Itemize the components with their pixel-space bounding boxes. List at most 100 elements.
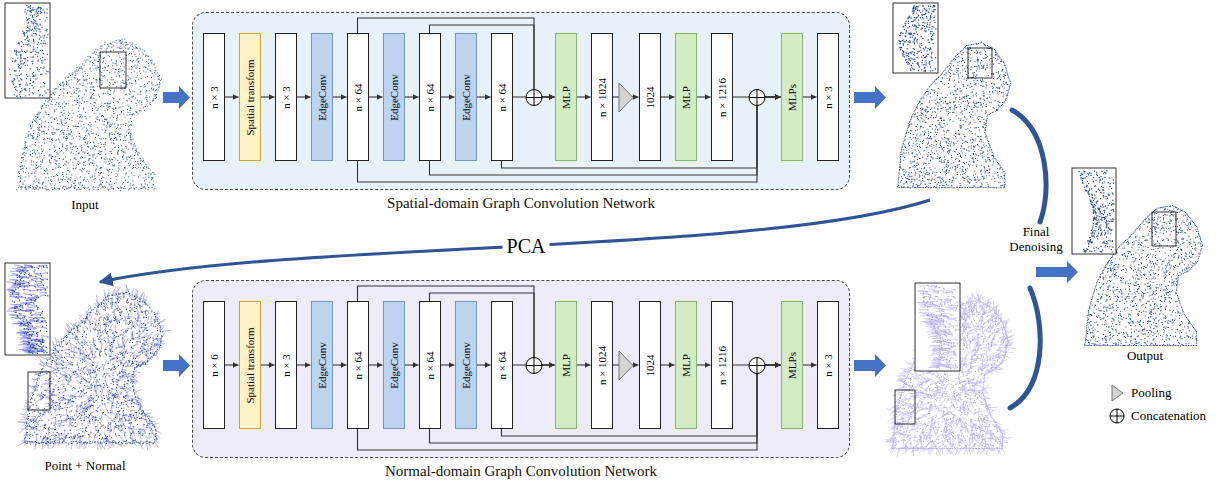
cloud-points bbox=[898, 5, 936, 72]
zoom-frame bbox=[1072, 168, 1116, 254]
connector-arrow bbox=[369, 96, 383, 97]
flow-arrow bbox=[854, 354, 886, 377]
box-label: n × 64 bbox=[351, 34, 364, 160]
concat-circle bbox=[526, 90, 542, 106]
tensor-box: n × 1216 bbox=[711, 301, 733, 429]
connector-arrow bbox=[661, 364, 675, 365]
connector-arrow bbox=[661, 96, 675, 97]
legend-sample bbox=[1108, 406, 1126, 426]
tensor-box: n × 3 bbox=[275, 33, 297, 161]
box-label: Spatial transform bbox=[243, 302, 256, 428]
edgeconv-box: EdgeConv bbox=[383, 301, 405, 429]
zoom-inset bbox=[5, 263, 50, 355]
cloud-points bbox=[12, 265, 49, 354]
zoom-marker bbox=[100, 52, 126, 88]
box-label: 1024 bbox=[643, 34, 656, 160]
tensor-box: n × 64 bbox=[347, 33, 369, 161]
concat-symbol bbox=[526, 358, 542, 374]
box-label: EdgeConv bbox=[387, 34, 400, 160]
box-label: EdgeConv bbox=[459, 34, 472, 160]
connector-arrow bbox=[803, 364, 817, 365]
cloud-points bbox=[9, 5, 49, 97]
box-label: MLPs bbox=[785, 34, 798, 160]
box-label: MLP bbox=[559, 302, 572, 428]
mlp-box: MLP bbox=[555, 33, 577, 161]
figure-label: Point + Normal bbox=[45, 459, 126, 474]
zoom-inset bbox=[5, 3, 50, 98]
legend-text: Pooling bbox=[1131, 385, 1171, 401]
pooling-symbol bbox=[1112, 385, 1123, 401]
panel-title: Normal-domain Graph Convolution Network bbox=[193, 462, 849, 480]
box-label: n × 6 bbox=[207, 302, 220, 428]
connector-arrow bbox=[225, 96, 239, 97]
mlp-box: MLP bbox=[675, 301, 697, 429]
zoom-frame bbox=[5, 3, 50, 98]
tensor-box: n × 64 bbox=[491, 33, 513, 161]
connector-arrow bbox=[225, 364, 239, 365]
connector-arrow bbox=[261, 96, 275, 97]
box-label: n × 64 bbox=[423, 34, 436, 160]
tensor-box: 1024 bbox=[639, 301, 661, 429]
concat-symbol bbox=[526, 90, 542, 106]
cloud-points bbox=[1078, 170, 1114, 252]
box-label: n × 3 bbox=[279, 34, 292, 160]
flow-arrow bbox=[1036, 261, 1078, 283]
flow-arrow bbox=[854, 86, 886, 109]
box-label: n × 3 bbox=[207, 34, 220, 160]
connector-arrow bbox=[803, 96, 817, 97]
connector-arrow bbox=[441, 364, 455, 365]
concat-circle bbox=[749, 90, 765, 106]
box-label: n × 64 bbox=[495, 34, 508, 160]
zoom-frame bbox=[893, 3, 938, 73]
zoom-marker bbox=[1152, 212, 1176, 246]
tensor-box: n × 3 bbox=[275, 301, 297, 429]
box-label: n × 1216 bbox=[715, 302, 728, 428]
normal-whiskers bbox=[7, 265, 48, 354]
edgeconv-box: EdgeConv bbox=[455, 33, 477, 161]
concat-cross bbox=[749, 358, 765, 374]
mlp-box: MLPs bbox=[781, 301, 803, 429]
tensor-box: n × 3 bbox=[203, 33, 225, 161]
pooling-symbol bbox=[619, 351, 633, 380]
connector-arrow bbox=[297, 364, 311, 365]
zoom-marker bbox=[968, 48, 992, 78]
zoom-frame bbox=[915, 283, 960, 371]
step-label: PCA bbox=[503, 235, 550, 258]
concat-cross bbox=[526, 90, 542, 106]
box-label: n × 3 bbox=[821, 302, 834, 428]
zoom-inset bbox=[1072, 168, 1116, 254]
panel-title: Spatial-domain Graph Convolution Network bbox=[193, 194, 849, 212]
concat-cross bbox=[526, 358, 542, 374]
box-label: n × 3 bbox=[279, 302, 292, 428]
connector-arrow bbox=[697, 364, 711, 365]
zoom-marker bbox=[895, 390, 915, 424]
tensor-box: n × 1216 bbox=[711, 33, 733, 161]
edgeconv-box: EdgeConv bbox=[311, 301, 333, 429]
edgeconv-box: EdgeConv bbox=[311, 33, 333, 161]
tensor-box: n × 1024 bbox=[591, 301, 613, 429]
concat-symbol bbox=[749, 358, 765, 374]
connector-arrow bbox=[577, 364, 591, 365]
box-label: n × 64 bbox=[423, 302, 436, 428]
tensor-box: 1024 bbox=[639, 33, 661, 161]
mlp-box: MLP bbox=[675, 33, 697, 161]
legend-sample bbox=[1108, 383, 1126, 403]
network-panel: Normal-domain Graph Convolution Networkn… bbox=[192, 280, 850, 458]
tensor-box: n × 64 bbox=[419, 301, 441, 429]
panel-ground bbox=[192, 280, 850, 458]
box-label: n × 1024 bbox=[595, 302, 608, 428]
concat-symbol bbox=[749, 90, 765, 106]
mlp-box: MLP bbox=[555, 301, 577, 429]
network-panel: Spatial-domain Graph Convolution Network… bbox=[192, 12, 850, 190]
connector-arrow bbox=[405, 96, 419, 97]
box-label: 1024 bbox=[643, 302, 656, 428]
mlp-box: MLPs bbox=[781, 33, 803, 161]
concat-circle bbox=[1110, 409, 1124, 423]
step-label: Final Denoising bbox=[1003, 225, 1069, 255]
edgeconv-box: EdgeConv bbox=[383, 33, 405, 161]
box-label: MLP bbox=[679, 34, 692, 160]
connector-arrow bbox=[577, 96, 591, 97]
tensor-box: n × 1024 bbox=[591, 33, 613, 161]
transform-box: Spatial transform bbox=[239, 33, 261, 161]
